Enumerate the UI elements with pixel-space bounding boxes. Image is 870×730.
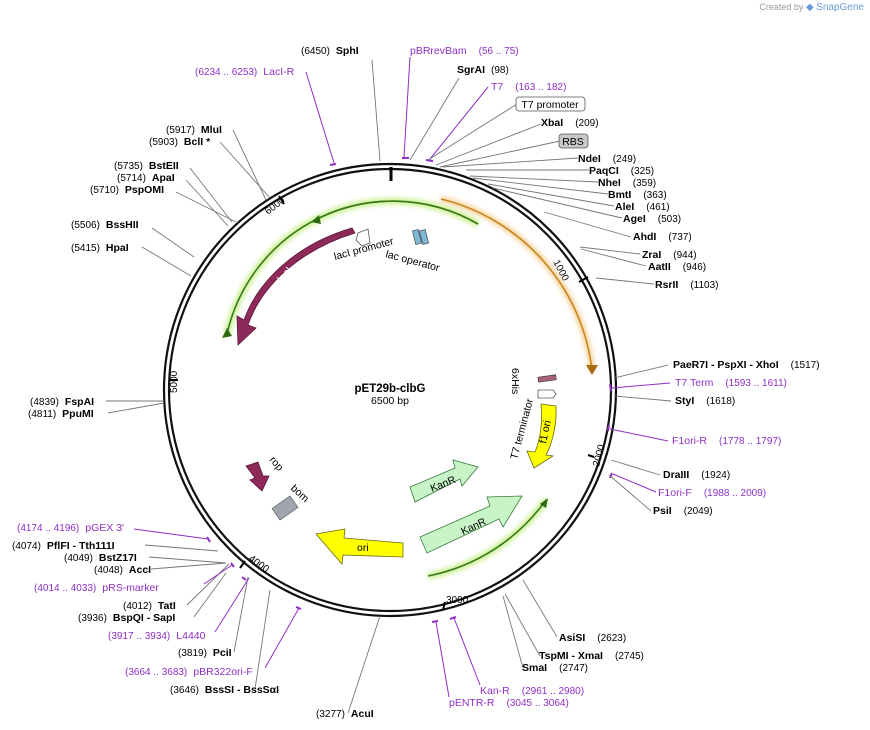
t7-promoter-label: T7 promoter (521, 99, 579, 111)
site-AhdI[interactable]: AhdI(737) (633, 231, 692, 243)
boxed-leaders (427, 103, 561, 168)
feature-rop-label: rop (267, 454, 286, 473)
site-SmaI[interactable]: SmaI(2747) (522, 662, 588, 674)
site-ZraI[interactable]: ZraI(944) (642, 249, 697, 261)
site-XmaI-group[interactable]: TspMI - XmaI(2745) (539, 650, 644, 662)
feature-kanR-arrow-2[interactable] (419, 495, 523, 554)
site-PspOMI[interactable]: (5710)PspOMI (90, 184, 164, 196)
rbs-label: RBS (562, 136, 584, 148)
primer-LacI-R[interactable]: (6234 .. 6253)LacI-R (195, 66, 295, 78)
feature-lac-operator-label: lac operator (384, 248, 441, 274)
feature-6xHis[interactable] (537, 374, 557, 383)
site-AleI[interactable]: AleI(461) (615, 201, 670, 213)
site-BssHII[interactable]: (5506)BssHII (71, 219, 139, 231)
site-BstZ17I[interactable]: (4049)BstZ17I (64, 552, 137, 564)
site-HpaI[interactable]: (5415)HpaI (71, 242, 129, 254)
feature-ori-label: ori (357, 542, 369, 554)
site-NheI[interactable]: NheI(359) (598, 177, 656, 189)
brand-name: SnapGene (816, 2, 864, 13)
feature-bom-box[interactable] (271, 495, 299, 521)
primer-L4440[interactable]: (3917 .. 3934)L4440 (108, 630, 206, 642)
site-RsrII[interactable]: RsrII(1103) (655, 279, 719, 291)
restriction-site-labels: (6450)SphI SgrAI(98) XbaI(209) NdeI(249)… (12, 45, 820, 720)
site-Tth111I-group[interactable]: (4074)PflFI - Tth111I (12, 540, 115, 552)
site-XbaI[interactable]: XbaI(209) (541, 117, 599, 129)
site-AsiSI[interactable]: AsiSI(2623) (559, 632, 626, 644)
plasmid-length: 6500 bp (371, 395, 409, 407)
feature-kanR-arrow-1[interactable] (409, 459, 479, 503)
primer-leaders (133, 56, 671, 698)
feature-lacI-arrow[interactable] (236, 227, 356, 346)
rbs-box[interactable]: RBS (558, 133, 589, 149)
primer-F1ori-F[interactable]: F1ori-F(1988 .. 2009) (658, 487, 766, 499)
site-ApaI[interactable]: (5714)ApaI (117, 172, 175, 184)
snapgene-logo-icon: ◆ (805, 2, 814, 13)
site-AatII[interactable]: AatII(946) (648, 261, 706, 273)
site-DraIII[interactable]: DraIII(1924) (663, 469, 730, 481)
site-PpuMI[interactable]: (4811)PpuMI (28, 408, 94, 420)
site-MluI[interactable]: (5917)MluI (166, 124, 222, 136)
site-BclI[interactable]: (5903)BclI * (149, 136, 211, 148)
brand-prefix: Created by (759, 2, 804, 12)
tick-label-3000: 3000 (446, 595, 469, 606)
site-AgeI[interactable]: AgeI(503) (623, 213, 681, 225)
feature-t7-terminator[interactable] (537, 389, 557, 399)
site-AcuI[interactable]: (3277)AcuI (316, 708, 374, 720)
site-leaders (106, 59, 672, 714)
feature-lacI-promoter[interactable] (355, 228, 371, 247)
primer-Kan-R[interactable]: Kan-R(2961 .. 2980) (480, 685, 584, 697)
site-SphI[interactable]: (6450)SphI (301, 45, 359, 57)
site-SapI-group[interactable]: (3936)BspQI - SapI (78, 612, 175, 624)
site-AccI[interactable]: (4048)AccI (94, 564, 151, 576)
site-PaqCI[interactable]: PaqCI(325) (589, 165, 654, 177)
primer-pGEX3[interactable]: (4174 .. 4196)pGEX 3' (17, 522, 124, 534)
feature-lac-operator[interactable] (412, 229, 429, 245)
tick-label-5000: 5000 (169, 370, 180, 393)
feature-t7-terminator-label: T7 terminator (508, 397, 536, 461)
primer-pENTR-R[interactable]: pENTR-R(3045 .. 3064) (449, 697, 569, 709)
feature-6xHis-label: 6xHis (509, 368, 521, 394)
site-PciI[interactable]: (3819)PciI (178, 647, 232, 659)
t7-promoter-box[interactable]: T7 promoter (515, 96, 586, 112)
site-BmtI[interactable]: BmtI(363) (608, 189, 667, 201)
site-NdeI[interactable]: NdeI(249) (578, 153, 636, 165)
orf-lacI-arc (222, 197, 480, 338)
primer-F1ori-R[interactable]: F1ori-R(1778 .. 1797) (672, 435, 781, 447)
tick-label-6000: 6000 (263, 195, 288, 218)
orf-kan-arc (427, 497, 549, 580)
primer-pBR322ori-F[interactable]: (3664 .. 3683)pBR322ori-F (125, 666, 253, 678)
feature-f1-ori-arrow[interactable] (526, 403, 557, 469)
feature-lacI-label: lacI (275, 265, 295, 285)
primer-T7-Term[interactable]: T7 Term(1593 .. 1611) (675, 377, 787, 389)
primer-pRS-marker[interactable]: (4014 .. 4033)pRS-marker (34, 582, 159, 594)
feature-ori-arrow[interactable] (315, 528, 404, 565)
site-StyI[interactable]: StyI(1618) (675, 395, 735, 407)
site-PsiI[interactable]: PsiI(2049) (653, 505, 713, 517)
orf-main-arc (440, 196, 598, 375)
site-SgrAI[interactable]: SgrAI(98) (457, 64, 509, 76)
primer-labels: (6234 .. 6253)LacI-R pBRrevBam(56 .. 75)… (17, 45, 787, 709)
site-FspAI[interactable]: (4839)FspAI (30, 396, 94, 408)
site-TatI[interactable]: (4012)TatI (123, 600, 176, 612)
feature-rop-arrow[interactable] (245, 461, 270, 492)
primer-pBRrevBam[interactable]: pBRrevBam(56 .. 75) (410, 45, 519, 57)
site-BstEII[interactable]: (5735)BstEII (114, 160, 179, 172)
tick-marks (170, 167, 595, 611)
site-XhoI-group[interactable]: PaeR7I - PspXI - XhoI(1517) (673, 359, 820, 371)
snapgene-branding: Created by ◆ SnapGene (759, 2, 864, 13)
primer-T7[interactable]: T7(163 .. 182) (491, 81, 566, 93)
site-BssSI-group[interactable]: (3646)BssSI - BssSαI (170, 684, 279, 696)
plasmid-name: pET29b-clbG (355, 383, 426, 395)
feature-kanR-label-1: KanR (429, 474, 458, 495)
feature-f1-ori-label: f1 ori (537, 419, 554, 444)
tick-label-4000: 4000 (246, 553, 271, 575)
